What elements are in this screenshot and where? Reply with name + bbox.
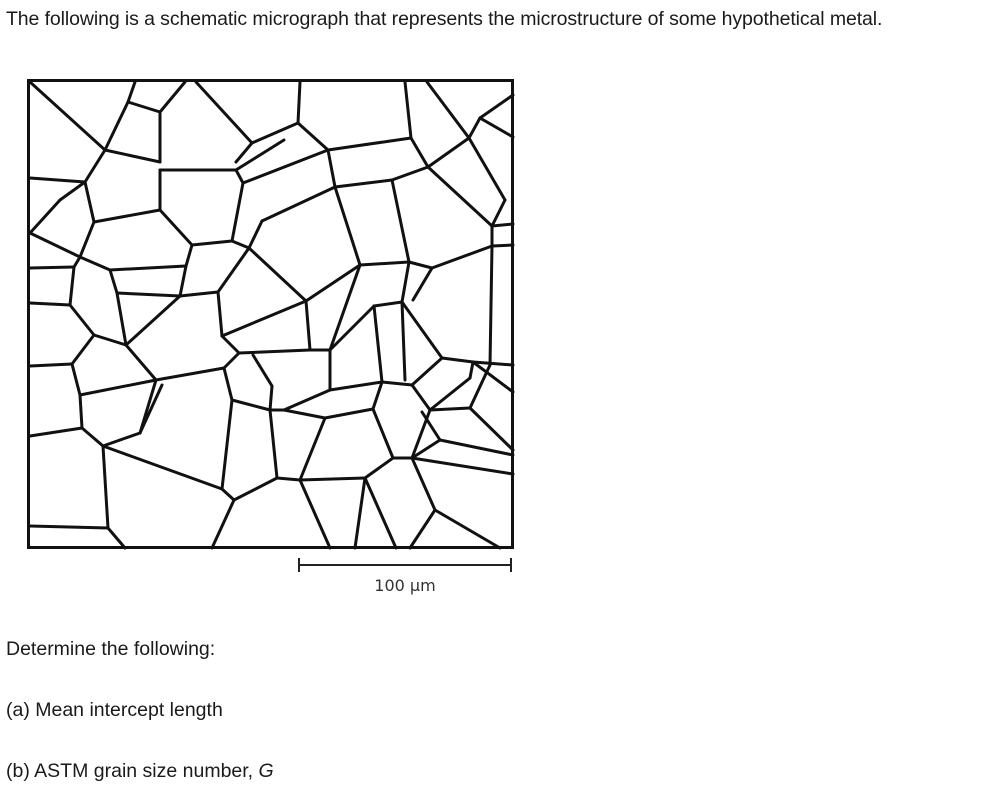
scale-bar-label: 100 μm <box>374 576 435 595</box>
prompt-part-b-symbol: G <box>258 760 274 782</box>
prompt-heading: Determine the following: <box>6 638 216 660</box>
scale-bar <box>298 558 512 572</box>
grain-boundaries <box>28 80 515 550</box>
intro-text: The following is a schematic micrograph … <box>6 8 883 30</box>
micrograph-frame <box>27 79 514 549</box>
prompt-part-a: (a) Mean intercept length <box>6 699 223 721</box>
prompt-part-b-text: (b) ASTM grain size number, <box>6 760 259 782</box>
prompt-part-b: (b) ASTM grain size number, G <box>6 758 274 784</box>
